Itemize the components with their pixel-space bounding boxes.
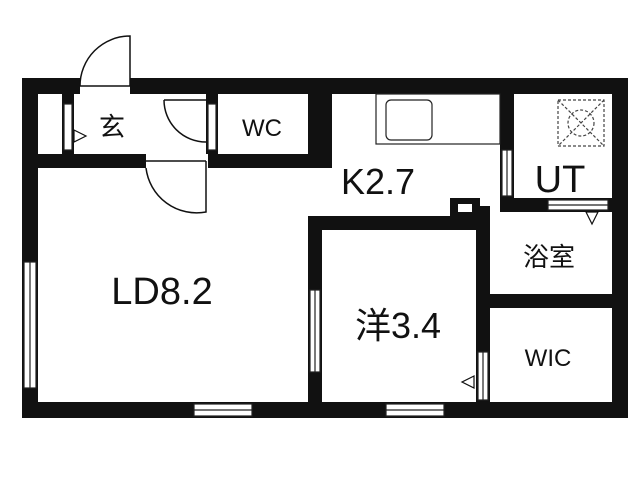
wall-top-right (130, 78, 628, 94)
washing-machine-pan (557, 99, 605, 147)
wic-door-marker (460, 375, 475, 389)
wall-bottom (22, 402, 628, 418)
kitchen-sink (385, 99, 433, 141)
room-label-bathroom: 浴室 (523, 242, 575, 272)
wc-door (148, 94, 207, 154)
door-wc-side (207, 103, 217, 151)
room-label-western-room: 洋3.4 (355, 305, 441, 346)
room-label-utility: UT (535, 159, 586, 201)
door-swings (73, 35, 599, 389)
room-label-entrance: 玄 (99, 112, 125, 142)
room-label-wc: WC (242, 115, 282, 142)
wall-bath-wic (490, 294, 628, 308)
wall-wc-kitchen (308, 94, 332, 168)
ld-door (145, 154, 208, 214)
wall-western-top (308, 216, 488, 230)
room-label-walk-in-closet: WIC (525, 345, 572, 372)
room-label-living-dining: LD8.2 (111, 271, 212, 313)
wall-right (612, 78, 628, 418)
entry-step-marker (73, 129, 88, 143)
door-entry-side (63, 103, 73, 151)
bath-door-marker (585, 211, 599, 226)
kitchen-counter (375, 93, 501, 145)
room-label-kitchen: K2.7 (341, 161, 415, 202)
windows (23, 103, 609, 417)
wall-kitchen-corner-inner (458, 204, 472, 212)
front-door (79, 35, 131, 94)
